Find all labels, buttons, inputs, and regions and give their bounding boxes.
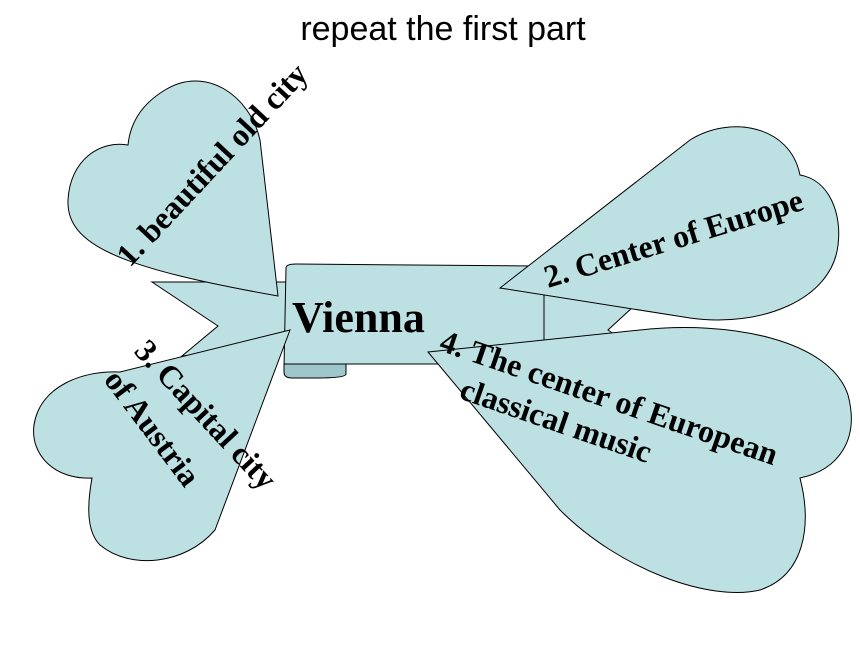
- slide-title: repeat the first part: [300, 10, 586, 48]
- center-label: Vienna: [292, 293, 425, 342]
- petal-1-shape: [67, 80, 279, 297]
- petal-2-shape: [498, 126, 840, 321]
- petal-4-shape: [427, 327, 852, 593]
- petal-3-shape: [33, 329, 291, 562]
- banner-roll: [283, 363, 347, 379]
